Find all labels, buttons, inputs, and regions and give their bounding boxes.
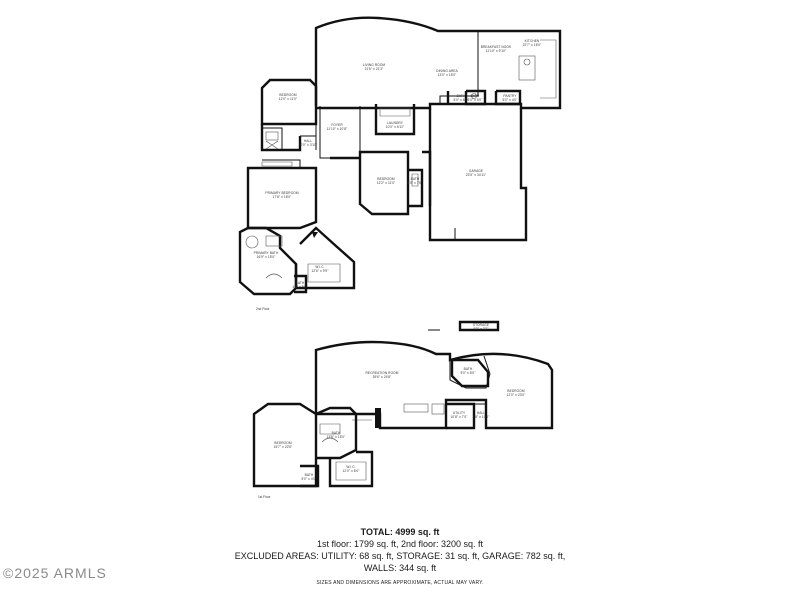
room-name-bedroom-d: BEDROOM	[274, 441, 291, 445]
floor-label-upper: 2nd Floor	[256, 307, 270, 311]
room-name-bath-b: BATH	[471, 94, 480, 98]
excluded-areas: EXCLUDED AREAS: UTILITY: 68 sq. ft, STOR…	[234, 551, 566, 561]
room-name-storage: STORAGE	[473, 323, 489, 327]
room-dims-garage: 23'5" x 34'11"	[466, 173, 486, 177]
room-name-bath-d: BATH	[296, 281, 305, 285]
room-name-bath-e: BATH	[464, 367, 473, 371]
room-name-pantry: PANTRY	[503, 94, 517, 98]
room-name-bath-f: BATH	[332, 431, 341, 435]
disclaimer: SIZES AND DIMENSIONS ARE APPROXIMATE, AC…	[316, 580, 484, 586]
room-dims-bedroom-c: 12'0" x 23'0"	[507, 393, 526, 397]
room-dims-hall: 10'0" x 3'10"	[299, 143, 318, 147]
room-name-primary-bedroom: PRIMARY BEDROOM	[265, 191, 299, 195]
room-dims-dining: 13'0" x 15'0"	[438, 73, 457, 77]
room-dims-bath-e: 9'0" x 8'0"	[460, 371, 475, 375]
lower-floor-plan	[252, 320, 554, 488]
room-dims-laundry: 10'0" x 6'11"	[386, 125, 405, 129]
room-dims-utility: 10'8" x 7'0"	[451, 415, 468, 419]
room-dims-primary-bedroom: 17'8" x 18'0"	[273, 195, 292, 199]
room-name-dining: DINING AREA	[436, 69, 458, 73]
room-dims-primary-bath: 16'9" x 15'0"	[257, 255, 276, 259]
room-dims-bath-d: 4'0" x 5'0"	[292, 285, 307, 289]
room-name-living: LIVING ROOM	[363, 63, 386, 67]
room-dims-recreation: 39'6" x 24'8"	[373, 375, 392, 379]
room-dims-bath-f: 13'8" x 15'0"	[327, 435, 346, 439]
room-dims-bath-a: 5'0" x 6'0"	[453, 98, 468, 102]
room-dims-bath-c: 5'0" x 7'6"	[407, 181, 422, 185]
room-dims-hall-b: 3'8" x 10'0"	[473, 415, 490, 419]
room-dims-wic: 12'6" x 9'9"	[312, 269, 329, 273]
room-dims-pantry: 5'0" x 4'0"	[502, 98, 517, 102]
room-dims-breakfast: 11'10" x 9'10"	[486, 49, 506, 53]
total-area: TOTAL: 4999 sq. ft	[360, 527, 440, 537]
room-name-wic-b: W.I.C.	[346, 465, 355, 469]
room-dims-wic-b: 12'0" x 8'0"	[343, 469, 360, 473]
room-name-hall-b: HALL	[477, 411, 486, 415]
room-dims-foyer: 11'10" x 10'8"	[327, 127, 347, 131]
floor-areas: 1st floor: 1799 sq. ft, 2nd floor: 3200 …	[316, 539, 484, 549]
room-name-recreation: RECREATION ROOM	[366, 371, 399, 375]
room-name-primary-bath: PRIMARY BATH	[254, 251, 279, 255]
upper-floor-plan	[238, 16, 562, 296]
room-dims-bath-g: 5'0" x 4'0"	[301, 477, 316, 481]
room-name-hall: HALL	[304, 139, 313, 143]
room-name-bath-a: BATH	[457, 94, 466, 98]
watermark: ©2025 ARMLS	[3, 565, 107, 581]
room-dims-bedroom-b: 12'2" x 11'0"	[377, 181, 396, 185]
floor-label-lower: 1st Floor	[258, 495, 271, 499]
room-name-bedroom-a: BEDROOM	[279, 93, 296, 97]
room-dims-bedroom-a: 12'0" x 11'0"	[279, 97, 298, 101]
room-name-garage: GARAGE	[469, 169, 483, 173]
room-dims-bedroom-d: 15'7" x 22'6"	[274, 445, 293, 449]
room-name-laundry: LAUNDRY	[387, 121, 404, 125]
room-dims-bath-b: 6'0" x 5'0"	[467, 98, 482, 102]
room-name-bath-c: BATH	[411, 177, 420, 181]
room-name-bedroom-c: BEDROOM	[507, 389, 524, 393]
room-name-kitchen: KITCHEN	[525, 39, 540, 43]
room-dims-living: 21'6" x 21'3"	[365, 67, 384, 71]
walls-area: WALLS: 344 sq. ft	[363, 563, 437, 573]
room-name-bedroom-b: BEDROOM	[377, 177, 394, 181]
room-dims-kitchen: 22'7" x 16'0"	[523, 43, 542, 47]
room-name-breakfast: BREAKFAST NOOK	[481, 45, 512, 49]
room-name-foyer: FOYER	[331, 123, 343, 127]
room-name-utility: UTILITY	[453, 411, 466, 415]
room-name-wic: W.I.C.	[315, 265, 324, 269]
room-dims-storage: 9'8" x 3'2"	[473, 327, 488, 331]
room-name-bath-g: BATH	[305, 473, 314, 477]
